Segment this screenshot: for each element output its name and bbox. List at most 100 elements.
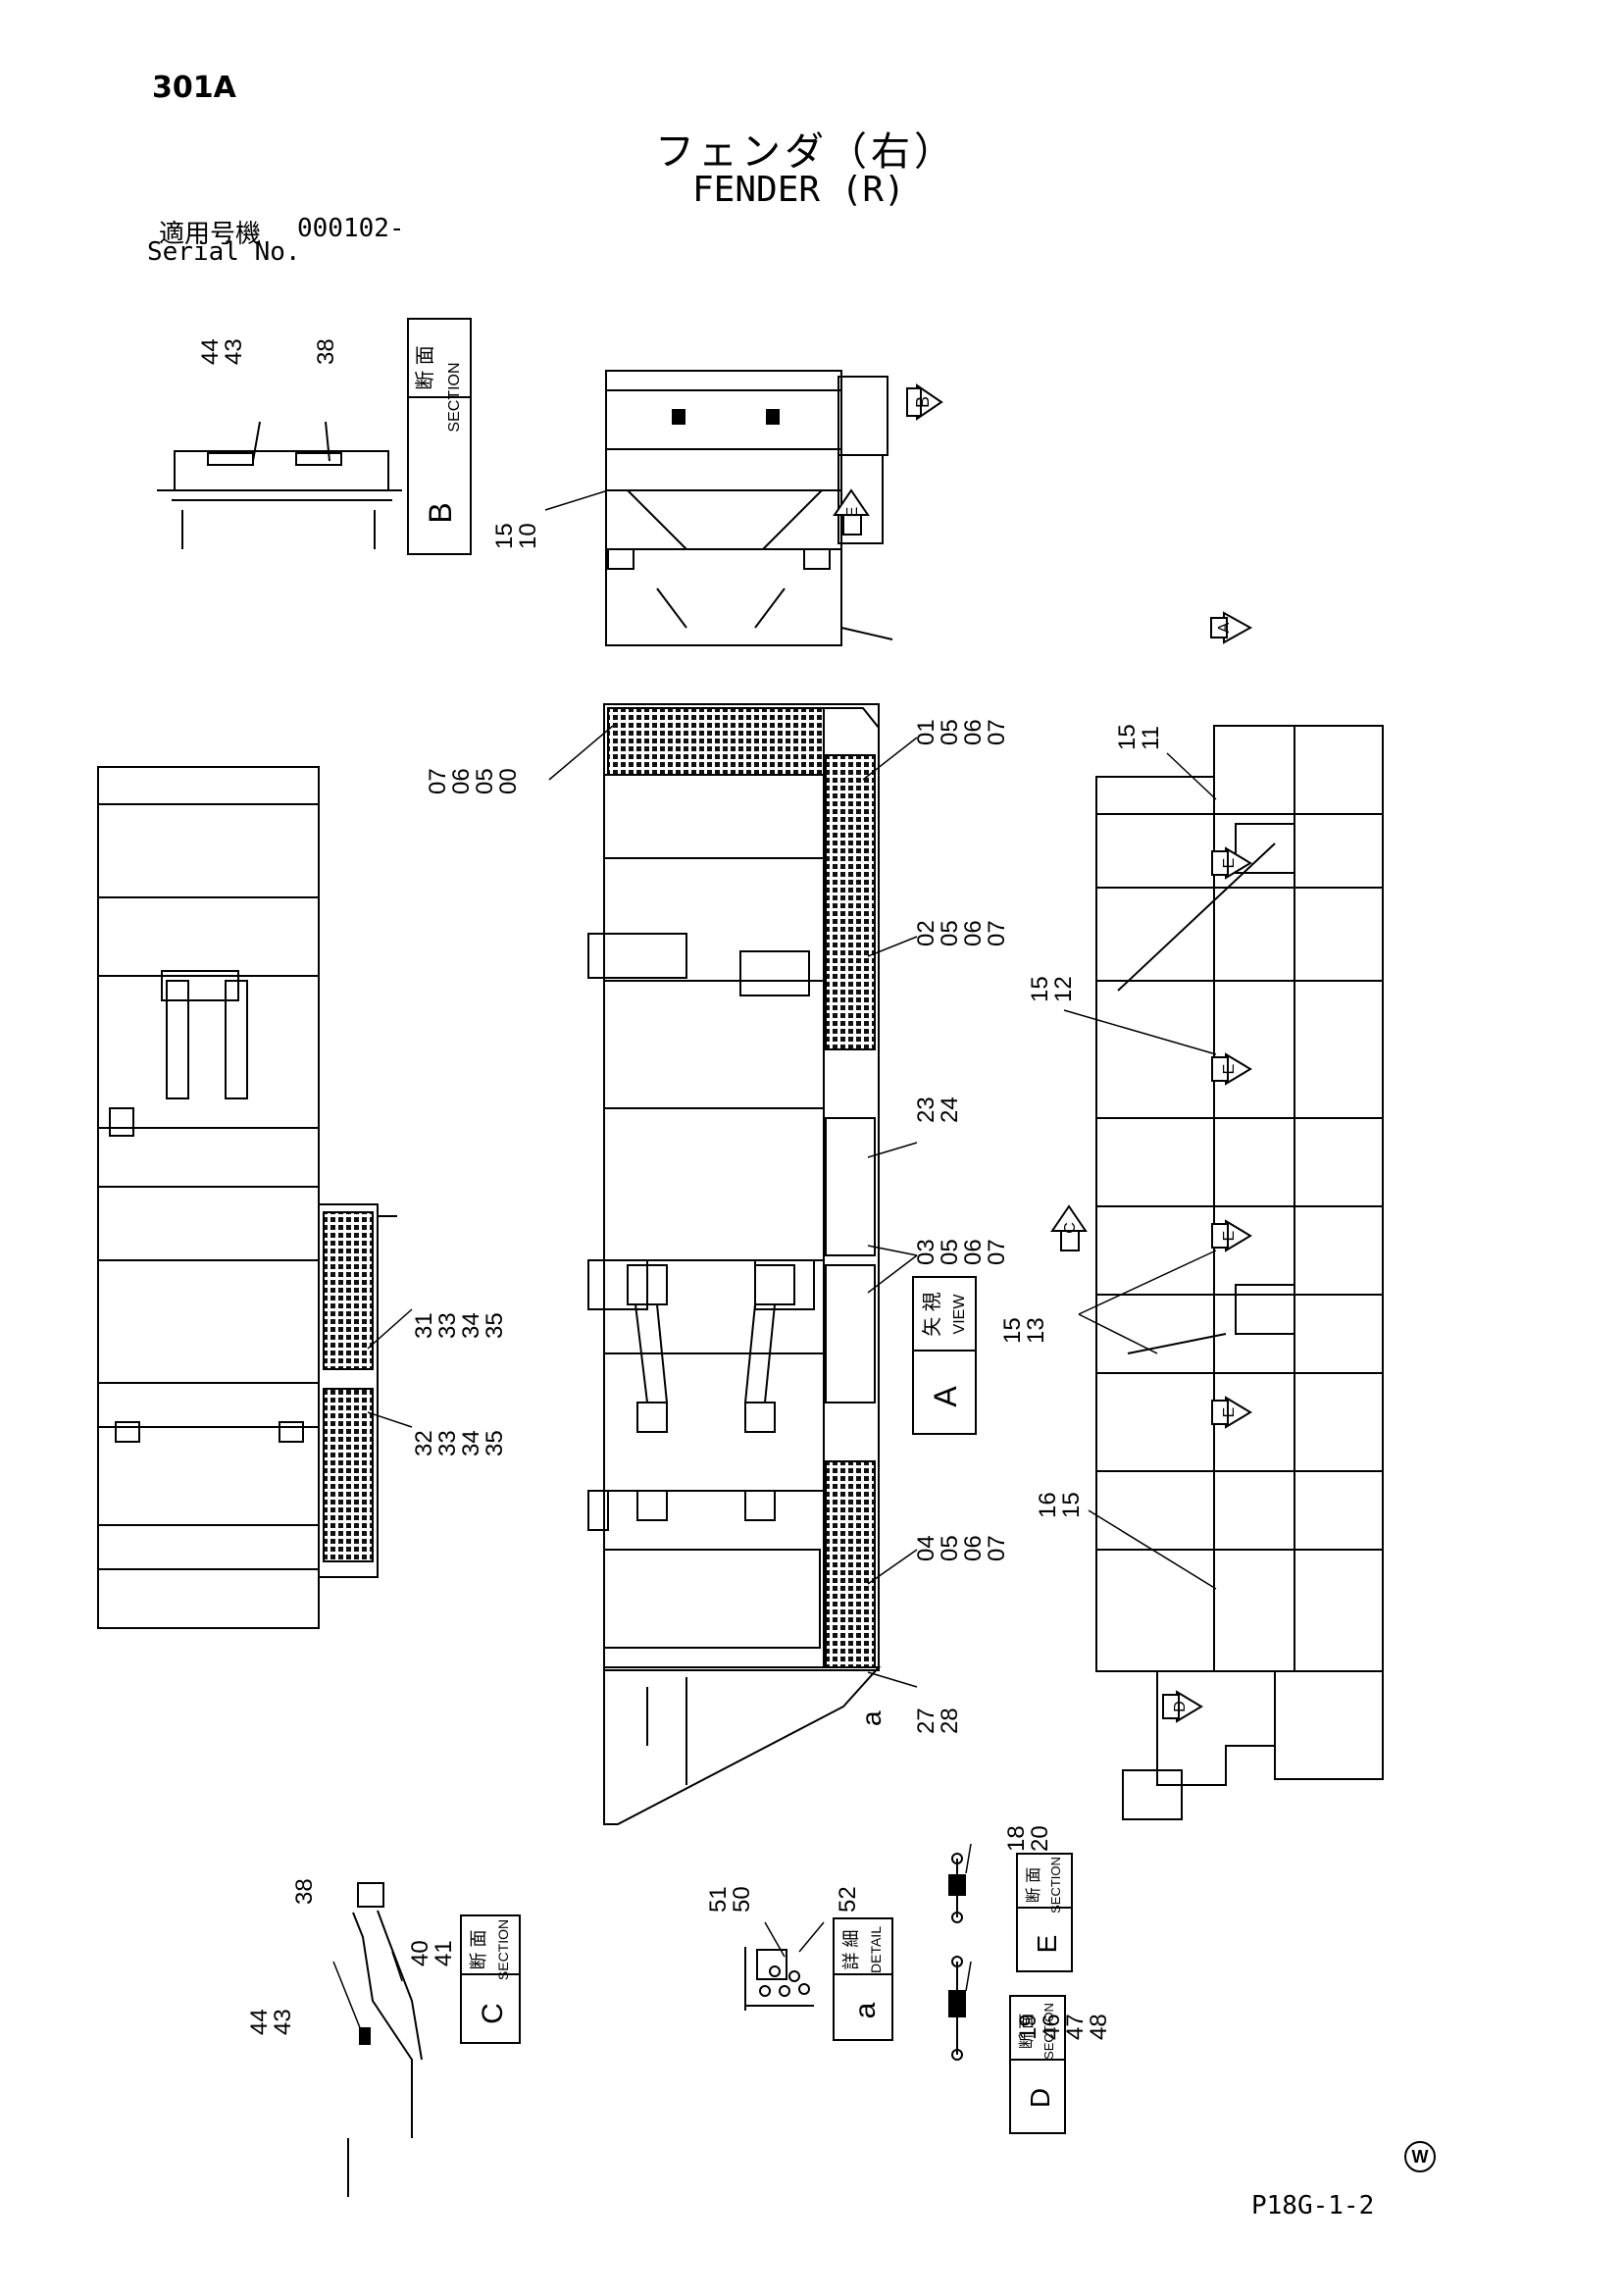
section-box-c-letter: C: [477, 2003, 509, 2024]
callout-g2: 38: [313, 338, 339, 365]
callout-text: 07: [984, 1535, 1010, 1561]
callout-text: 04: [913, 1535, 939, 1561]
w-circle-mark: W: [1404, 2141, 1436, 2172]
callout-g3: 15 10: [491, 523, 541, 549]
callout-text: 02: [913, 920, 939, 946]
section-box-detail-a-jp: 詳 細: [841, 1929, 861, 1969]
view-arrow-e-top-label: E: [844, 507, 861, 518]
callout-g19: 44 43: [246, 2009, 296, 2035]
callout-g11: 27 28: [913, 1708, 963, 1734]
section-box-view-a: 矢 視 VIEW A: [912, 1276, 977, 1435]
callout-text: 05: [937, 719, 963, 745]
section-box-b-letter: B: [423, 502, 458, 523]
callout-text: 40: [407, 1940, 433, 1966]
view-arrow-d-label: D: [1172, 1701, 1189, 1712]
view-arrow-e-3: E: [1211, 1219, 1252, 1252]
page-reference: P18G-1-2: [1251, 2191, 1375, 2220]
section-box-detail-a: 詳 細 DETAIL a: [833, 1917, 893, 2041]
callout-text: 15: [491, 523, 518, 549]
section-box-d: 断 面 SECTION D: [1009, 1995, 1066, 2134]
view-arrow-e-1-label: E: [1221, 858, 1238, 869]
section-box-d-jp: 断 面: [1018, 2014, 1036, 2049]
callout-g7: 23 24: [913, 1097, 963, 1123]
callout-text: 35: [482, 1430, 508, 1456]
callout-g5: 01 05 06 07: [913, 719, 1010, 745]
callout-text: 15: [999, 1317, 1026, 1344]
callout-g9: 04 05 06 07: [913, 1535, 1010, 1561]
view-arrow-e-top: E: [833, 488, 870, 536]
callout-text: 38: [313, 338, 339, 365]
callout-text: 07: [984, 719, 1010, 745]
view-arrow-e-3-label: E: [1221, 1231, 1238, 1242]
callout-text: 33: [434, 1430, 461, 1456]
callout-text: 07: [984, 1239, 1010, 1265]
section-box-b: 断 面 SECTION B: [407, 318, 472, 555]
section-box-c-jp: 断 面: [469, 1929, 488, 1969]
callout-text: 47: [1062, 2014, 1089, 2040]
section-box-d-en: SECTION: [1041, 2003, 1056, 2060]
callout-g4: 07 06 05 00: [425, 768, 522, 794]
callout-g1: 44 43: [197, 338, 247, 365]
callout-text: 15: [1114, 724, 1141, 750]
section-b-view: [157, 421, 402, 549]
view-arrow-b-label: B: [913, 396, 933, 408]
section-c-detail: [347, 1882, 423, 2197]
callout-text: 05: [937, 1239, 963, 1265]
page-code: 301A: [152, 71, 236, 105]
callout-text: 15: [1058, 1492, 1085, 1518]
callout-g17: 38: [291, 1878, 318, 1905]
callout-g6: 02 05 06 07: [913, 920, 1010, 946]
callout-text: 11: [1138, 726, 1164, 750]
callout-text: 50: [729, 1886, 755, 1913]
callout-text: 43: [270, 2009, 296, 2035]
callout-text: 38: [291, 1878, 318, 1905]
view-arrow-a: A: [1210, 611, 1253, 644]
callout-g18: 40 41: [407, 1940, 457, 1966]
callout-text: 51: [705, 1886, 732, 1913]
callout-text: 06: [960, 1239, 987, 1265]
callout-text: 06: [960, 719, 987, 745]
callout-text: 05: [472, 768, 498, 794]
callout-g23: 19 46 47 48: [1015, 2014, 1112, 2040]
callout-text: 12: [1050, 976, 1077, 1002]
callout-text: 48: [1086, 2014, 1112, 2040]
callout-text: 23: [913, 1097, 939, 1123]
view-arrow-b: B: [906, 383, 943, 421]
callout-text: 52: [835, 1886, 861, 1913]
callout-text: 05: [937, 920, 963, 946]
section-box-view-a-en: VIEW: [951, 1294, 968, 1335]
callout-text: 18: [1003, 1825, 1030, 1852]
callout-text: 41: [431, 1940, 457, 1966]
view-arrow-c-label: C: [1062, 1222, 1079, 1234]
callout-text: 43: [221, 338, 247, 365]
callout-text: 20: [1027, 1825, 1053, 1852]
callout-text: 31: [411, 1312, 437, 1339]
callout-g12: 31 33 34 35: [411, 1312, 508, 1339]
section-box-e-letter: E: [1032, 1935, 1062, 1954]
callout-g15: 15 12: [1027, 976, 1077, 1002]
callout-text: 00: [495, 768, 522, 794]
section-box-b-jp: 断 面: [414, 345, 436, 390]
callout-g13: 32 33 34 35: [411, 1430, 508, 1456]
callout-text: 33: [434, 1312, 461, 1339]
view-arrow-c: C: [1050, 1204, 1088, 1251]
top-center-view: [605, 370, 893, 646]
section-box-detail-a-letter: a: [849, 2002, 882, 2018]
section-box-view-a-jp: 矢 視: [921, 1292, 943, 1337]
callout-text: 15: [1027, 976, 1053, 1002]
detail-marker-a: a: [856, 1710, 887, 1726]
section-box-d-letter: D: [1025, 2088, 1055, 2108]
callout-g10: 16 15: [1035, 1492, 1085, 1518]
callout-text: 10: [515, 523, 541, 549]
right-frame-view: [1095, 725, 1384, 1820]
section-box-c-en: SECTION: [495, 1919, 511, 1980]
callout-text: 16: [1035, 1492, 1061, 1518]
callout-text: 24: [937, 1097, 963, 1123]
callout-text: 19: [1015, 2014, 1041, 2040]
view-arrow-d: D: [1162, 1690, 1203, 1723]
callout-text: 44: [246, 2009, 273, 2035]
callout-text: 46: [1039, 2014, 1065, 2040]
view-arrow-e-4-label: E: [1221, 1407, 1238, 1418]
left-frame-view: [97, 766, 397, 1629]
